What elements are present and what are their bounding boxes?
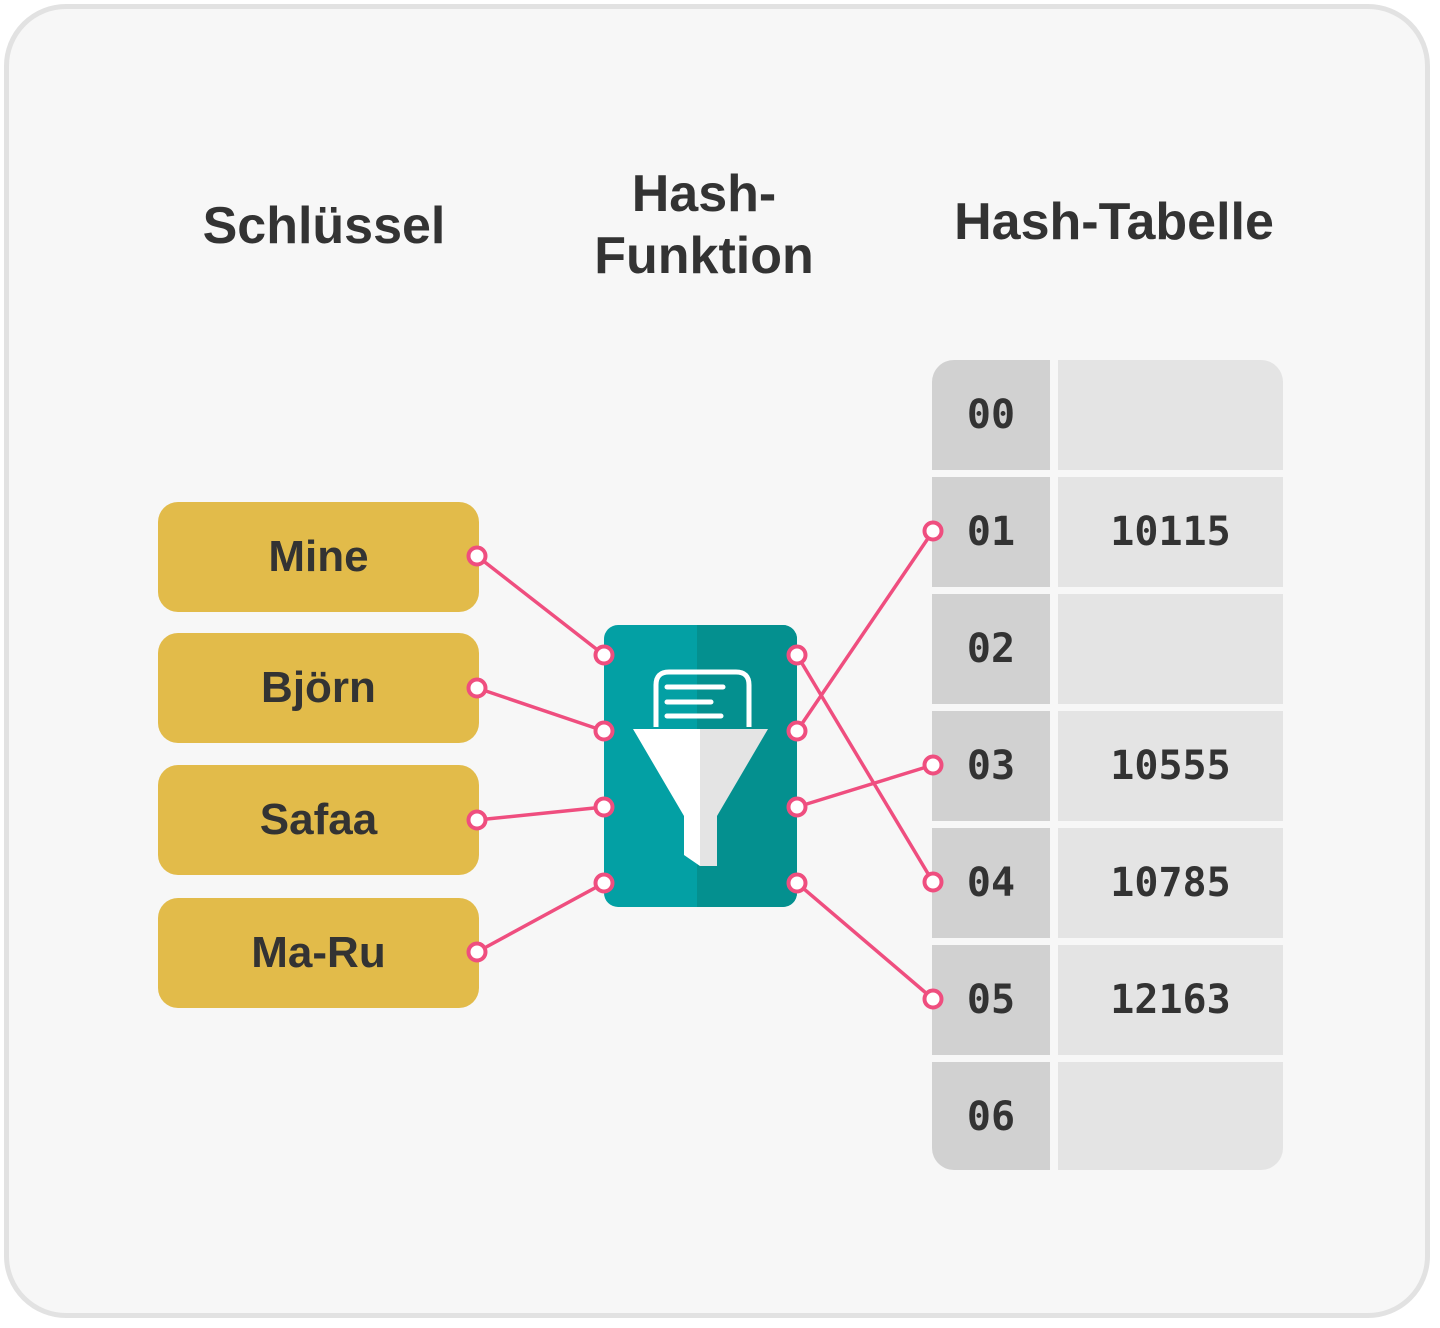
row-value-cell: 10785 <box>1058 828 1283 938</box>
hash-table: 00 01 10115 02 03 10555 04 10785 05 1216… <box>932 360 1283 1170</box>
key-box-safaa: Safaa <box>158 765 479 875</box>
row-index-cell: 04 <box>932 828 1050 938</box>
key-box-bjoern: Björn <box>158 633 479 743</box>
keys-heading: Schlüssel <box>202 197 446 255</box>
hash-table-row: 02 <box>932 594 1283 704</box>
hash-function-box <box>604 625 797 907</box>
row-value-cell: 10555 <box>1058 711 1283 821</box>
hash-table-row: 06 <box>932 1062 1283 1170</box>
row-index-cell: 03 <box>932 711 1050 821</box>
hash-table-row: 05 12163 <box>932 945 1283 1055</box>
hash-table-row: 01 10115 <box>932 477 1283 587</box>
funnel-document-icon <box>633 669 768 866</box>
hash-table-heading: Hash-Tabelle <box>954 193 1274 251</box>
row-index-cell: 02 <box>932 594 1050 704</box>
row-index-cell: 01 <box>932 477 1050 587</box>
key-box-mine: Mine <box>158 502 479 612</box>
hash-table-row: 04 10785 <box>932 828 1283 938</box>
row-index-cell: 05 <box>932 945 1050 1055</box>
hash-table-row: 03 10555 <box>932 711 1283 821</box>
hash-function-heading-line1: Hash- <box>631 165 777 223</box>
hash-table-row: 00 <box>932 360 1283 470</box>
row-value-cell: 10115 <box>1058 477 1283 587</box>
key-box-ma-ru: Ma-Ru <box>158 898 479 1008</box>
row-value-cell <box>1058 1062 1283 1170</box>
row-value-cell <box>1058 594 1283 704</box>
hash-function-heading-line2: Funktion <box>594 227 814 285</box>
row-index-cell: 06 <box>932 1062 1050 1170</box>
row-value-cell <box>1058 360 1283 470</box>
row-index-cell: 00 <box>932 360 1050 470</box>
row-value-cell: 12163 <box>1058 945 1283 1055</box>
hash-function-heading: Hash- Funktion <box>554 163 854 287</box>
